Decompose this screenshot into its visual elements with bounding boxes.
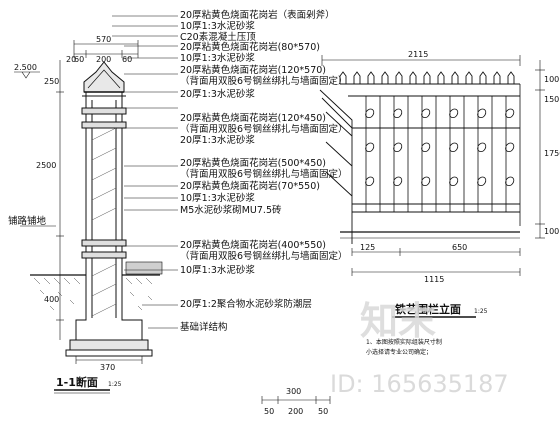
elevation-view [319, 55, 545, 276]
annotation-3: C20素混凝土压顶 [180, 31, 256, 43]
band-4 [81, 251, 127, 259]
annotation-19: 10厚1:3水泥砂浆 [180, 264, 255, 276]
elevation-note-2: 小选择请专业公司确定； [366, 348, 432, 356]
annotation-9: 20厚粘黄色烧面花岗岩(120*450) [180, 112, 326, 124]
annotation-4: 20厚粘黄色烧面花岗岩(80*570) [180, 41, 320, 53]
section-view [14, 15, 178, 364]
annotation-8: 20厚1:3水泥砂浆 [180, 88, 255, 100]
fence-rails [319, 83, 520, 244]
annotation-16: M5水泥砂浆砌MU7.5砖 [180, 204, 282, 216]
leader-lines [20, 15, 178, 329]
elevation-title: 铁艺围栏立面 [395, 302, 461, 316]
left-soil-label: 铺路铺地 [8, 215, 47, 227]
band-1 [81, 107, 127, 115]
elevation-scale: 1:25 [474, 308, 488, 315]
annotation-14: 20厚粘黄色烧面花岗岩(70*550) [180, 180, 320, 192]
annotation-21: 基础详结构 [180, 321, 228, 333]
section-dimensions: 570 60 200 60 2.500 250 2500 400 370 20 [14, 35, 132, 372]
elev-dim-r2: 150 [544, 95, 559, 104]
dim-w3: 60 [122, 55, 132, 64]
section-scale: 1:25 [108, 381, 122, 388]
fence-bars [365, 84, 521, 226]
watermark-logo: 知末 [360, 299, 436, 343]
dim-w1: 60 [74, 55, 84, 64]
foundation [69, 339, 149, 351]
dim-left-small: 20 [66, 55, 76, 64]
annotation-18: （背面用双股6号钢丝绑扎与墙面固定） [180, 250, 348, 262]
dim-base-height: 400 [44, 295, 59, 304]
band-3 [81, 239, 127, 247]
elevation-dimensions: 2115 100 150 1750 100 125 650 1115 [360, 50, 560, 284]
annotation-13: （背面用双股6号钢丝绑扎与墙面固定） [180, 168, 348, 180]
elev-dim-b1: 125 [360, 243, 375, 252]
section-title: 1-1断面 [56, 375, 98, 389]
elevation-title-block: 铁艺围栏立面 1:25 1、本图按照实际组装尺寸制 小选择请专业公司确定； [366, 302, 488, 356]
watermark: 知末 ID: 165635187 [330, 299, 509, 398]
scale-bar-50a: 50 [264, 407, 274, 416]
annotation-6: 20厚粘黄色烧面花岗岩(120*570) [180, 64, 326, 76]
annotation-15: 10厚1:3水泥砂浆 [180, 192, 255, 204]
annotation-12: 20厚粘黄色烧面花岗岩(500*450) [180, 157, 326, 169]
annotation-10: （背面用双股6号钢丝绑扎与墙面固定） [180, 123, 348, 135]
elev-dim-r1: 100 [544, 75, 559, 84]
scale-bar [261, 396, 331, 404]
pillar-cap [83, 61, 125, 93]
dim-w2: 200 [96, 55, 111, 64]
scale-bar-200: 200 [288, 407, 303, 416]
dim-total-height: 2500 [36, 161, 56, 170]
dim-base-width: 370 [100, 363, 115, 372]
annotation-11: 20厚1:3水泥砂浆 [180, 134, 255, 146]
dim-top-height: 250 [44, 77, 59, 86]
annotation-2: 10厚1:3水泥砂浆 [180, 20, 255, 32]
band-2 [81, 121, 127, 129]
elevation-note-1: 1、本图按照实际组装尺寸制 [366, 338, 442, 346]
scale-bar-300: 300 [286, 387, 301, 396]
annotation-7: （背面用双股6号钢丝绑扎与墙面固定） [180, 75, 348, 87]
watermark-id: ID: 165635187 [330, 370, 509, 398]
fence-scrolls [365, 108, 515, 187]
section-title-block: 1-1断面 1:25 [54, 375, 122, 394]
annotation-1: 20厚粘黄色烧面花岗岩（表面剁斧） [180, 9, 335, 21]
foundation-base [65, 349, 153, 357]
elev-dim-right-height: 1750 [544, 149, 560, 158]
annotation-17: 20厚粘黄色烧面花岗岩(400*550) [180, 239, 326, 251]
right-planting [125, 261, 163, 275]
annotation-20: 20厚1:2聚合物水泥砂浆防潮层 [180, 298, 312, 310]
elev-dim-bottom-total: 1115 [424, 275, 444, 284]
elev-dim-right-small: 100 [544, 227, 559, 236]
dim-level: 2.500 [14, 63, 37, 72]
level-marker [14, 71, 40, 79]
fence-pickets [339, 71, 515, 84]
dim-width-top: 570 [96, 35, 111, 44]
elev-dim-b2: 650 [452, 243, 467, 252]
section-annotations: 20厚粘黄色烧面花岗岩（表面剁斧） 10厚1:3水泥砂浆 C20素混凝土压顶 2… [8, 9, 348, 333]
annotation-5: 10厚1:3水泥砂浆 [180, 52, 255, 64]
brick-hatch [91, 127, 117, 317]
elev-dim-top-width: 2115 [408, 50, 428, 59]
soil-hatch [33, 277, 153, 311]
scale-bar-50b: 50 [318, 407, 328, 416]
